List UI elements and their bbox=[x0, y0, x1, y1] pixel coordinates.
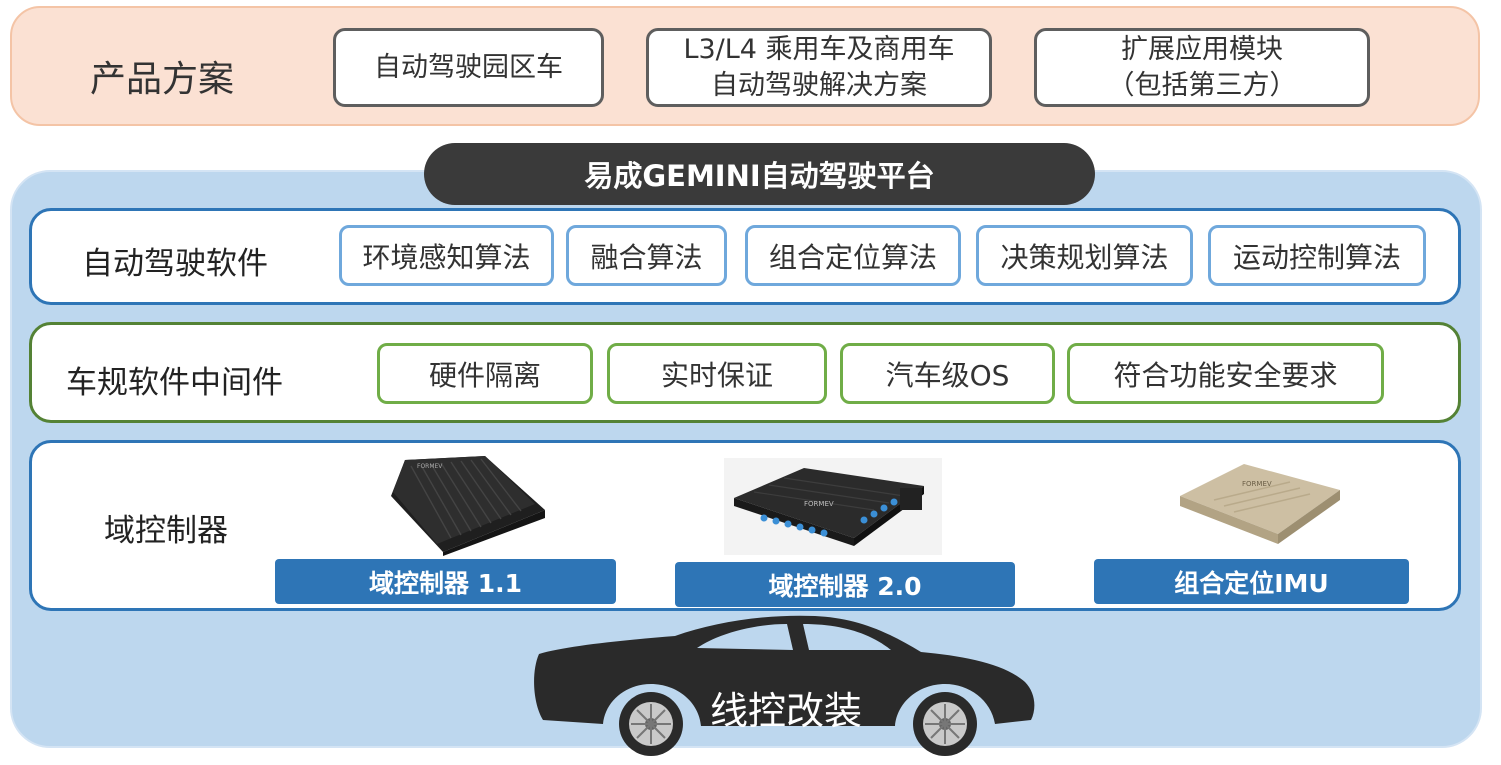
product-box-line: （包括第三方） bbox=[1107, 69, 1297, 101]
middleware-item-functional-safety: 符合功能安全要求 bbox=[1067, 343, 1384, 404]
software-item-control: 运动控制算法 bbox=[1208, 225, 1426, 286]
domain-controller-1-1-image: FORMEV bbox=[391, 456, 545, 556]
middleware-layer-title: 车规软件中间件 bbox=[66, 365, 283, 401]
product-box-line: L3/L4 乘用车及商用车 bbox=[683, 33, 955, 65]
device-label-domain-controller-2-0: 域控制器 2.0 bbox=[675, 562, 1015, 607]
device-label-domain-controller-1-1: 域控制器 1.1 bbox=[275, 559, 616, 604]
middleware-item-automotive-os: 汽车级OS bbox=[840, 343, 1055, 404]
software-item-fusion: 融合算法 bbox=[566, 225, 727, 286]
software-item-perception: 环境感知算法 bbox=[339, 225, 554, 286]
device-brand-text: FORMEV bbox=[1242, 480, 1272, 488]
product-box-park-vehicle: 自动驾驶园区车 bbox=[333, 28, 604, 107]
middleware-item-hardware-isolation: 硬件隔离 bbox=[377, 343, 593, 404]
domain-controller-2-0-image: FORMEV bbox=[724, 458, 942, 555]
software-item-planning: 决策规划算法 bbox=[976, 225, 1193, 286]
device-brand-text: FORMEV bbox=[804, 500, 834, 508]
product-box-l3l4-solution: L3/L4 乘用车及商用车 自动驾驶解决方案 bbox=[646, 28, 992, 107]
product-box-line: 扩展应用模块 bbox=[1121, 33, 1283, 65]
vehicle-label: 线控改装 bbox=[709, 689, 862, 733]
device-label-imu: 组合定位IMU bbox=[1094, 559, 1409, 604]
product-title: 产品方案 bbox=[90, 59, 235, 100]
product-box-line: 自动驾驶园区车 bbox=[374, 51, 563, 83]
car-silhouette-icon bbox=[534, 615, 1035, 756]
product-box-extension-modules: 扩展应用模块 （包括第三方） bbox=[1034, 28, 1370, 107]
device-brand-text: FORMEV bbox=[417, 463, 443, 470]
middleware-item-realtime: 实时保证 bbox=[607, 343, 827, 404]
product-box-line: 自动驾驶解决方案 bbox=[711, 69, 927, 101]
software-item-localization: 组合定位算法 bbox=[745, 225, 961, 286]
imu-image: FORMEV bbox=[1180, 464, 1340, 544]
controller-layer-title: 域控制器 bbox=[104, 513, 228, 549]
software-layer-title: 自动驾驶软件 bbox=[82, 246, 268, 282]
platform-title: 易成GEMINI自动驾驶平台 bbox=[424, 143, 1095, 205]
